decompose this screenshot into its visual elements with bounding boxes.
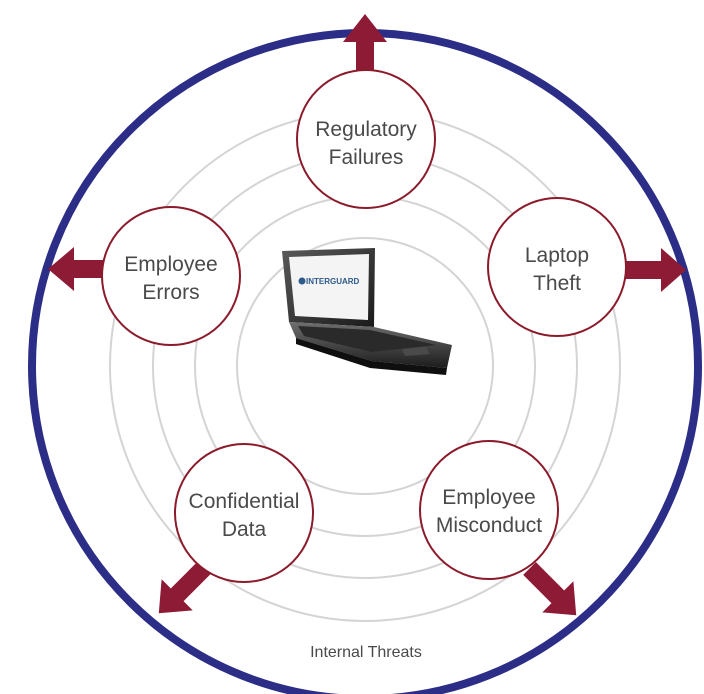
laptop-icon: INTERGUARD	[282, 248, 452, 375]
node-employee-errors: Employee Errors	[101, 206, 241, 346]
node-confidential-line2: Data	[222, 518, 267, 541]
arrow-down-right-icon	[523, 562, 577, 616]
node-regulatory-line1: Regulatory	[315, 118, 417, 141]
diagram-caption: Internal Threats	[310, 644, 422, 661]
node-misconduct-line1: Employee	[442, 486, 535, 509]
node-regulatory-failures: Regulatory Failures	[296, 69, 436, 209]
laptop-screen-logo: INTERGUARD	[306, 277, 360, 286]
ring-4	[236, 237, 494, 495]
node-laptop-theft: Laptop Theft	[487, 197, 627, 337]
arrow-left-icon	[48, 247, 106, 291]
node-errors-line2: Errors	[142, 281, 199, 304]
node-confidential-line1: Confidential	[189, 490, 300, 513]
node-regulatory-line2: Failures	[329, 146, 404, 169]
arrow-up-icon	[343, 14, 387, 78]
node-confidential-data: Confidential Data	[174, 443, 314, 583]
node-misconduct-line2: Misconduct	[436, 514, 542, 537]
node-laptop-line2: Theft	[533, 272, 581, 295]
node-errors-line1: Employee	[124, 253, 217, 276]
arrow-down-left-icon	[158, 560, 212, 614]
arrow-right-icon	[620, 248, 686, 292]
node-laptop-line1: Laptop	[525, 244, 589, 267]
node-employee-misconduct: Employee Misconduct	[419, 440, 559, 580]
